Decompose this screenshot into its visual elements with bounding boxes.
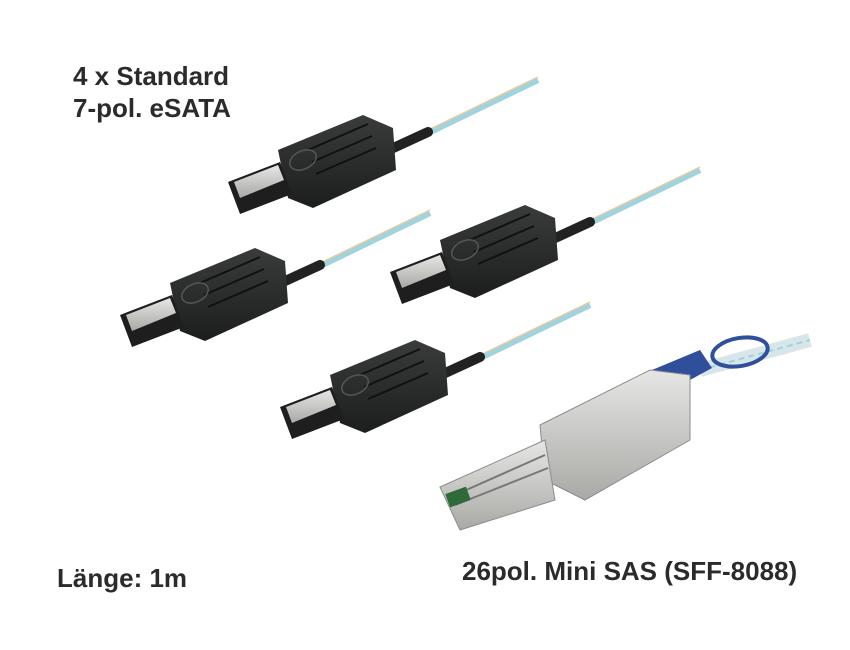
minisas-label: 26pol. Mini SAS (SFF-8088) [462, 556, 798, 586]
esata-label-line1: 4 x Standard [73, 61, 230, 91]
minisas-connector [439, 333, 812, 531]
esata-connector-bottom [280, 302, 590, 439]
esata-label-line2: 7-pol. eSATA [73, 93, 231, 123]
esata-connector-right [390, 167, 700, 304]
length-label: Länge: 1m [57, 563, 188, 593]
esata-connector-top [228, 77, 538, 214]
esata-label: 4 x Standard 7-pol. eSATA [73, 60, 231, 124]
esata-connector-left [120, 210, 430, 347]
